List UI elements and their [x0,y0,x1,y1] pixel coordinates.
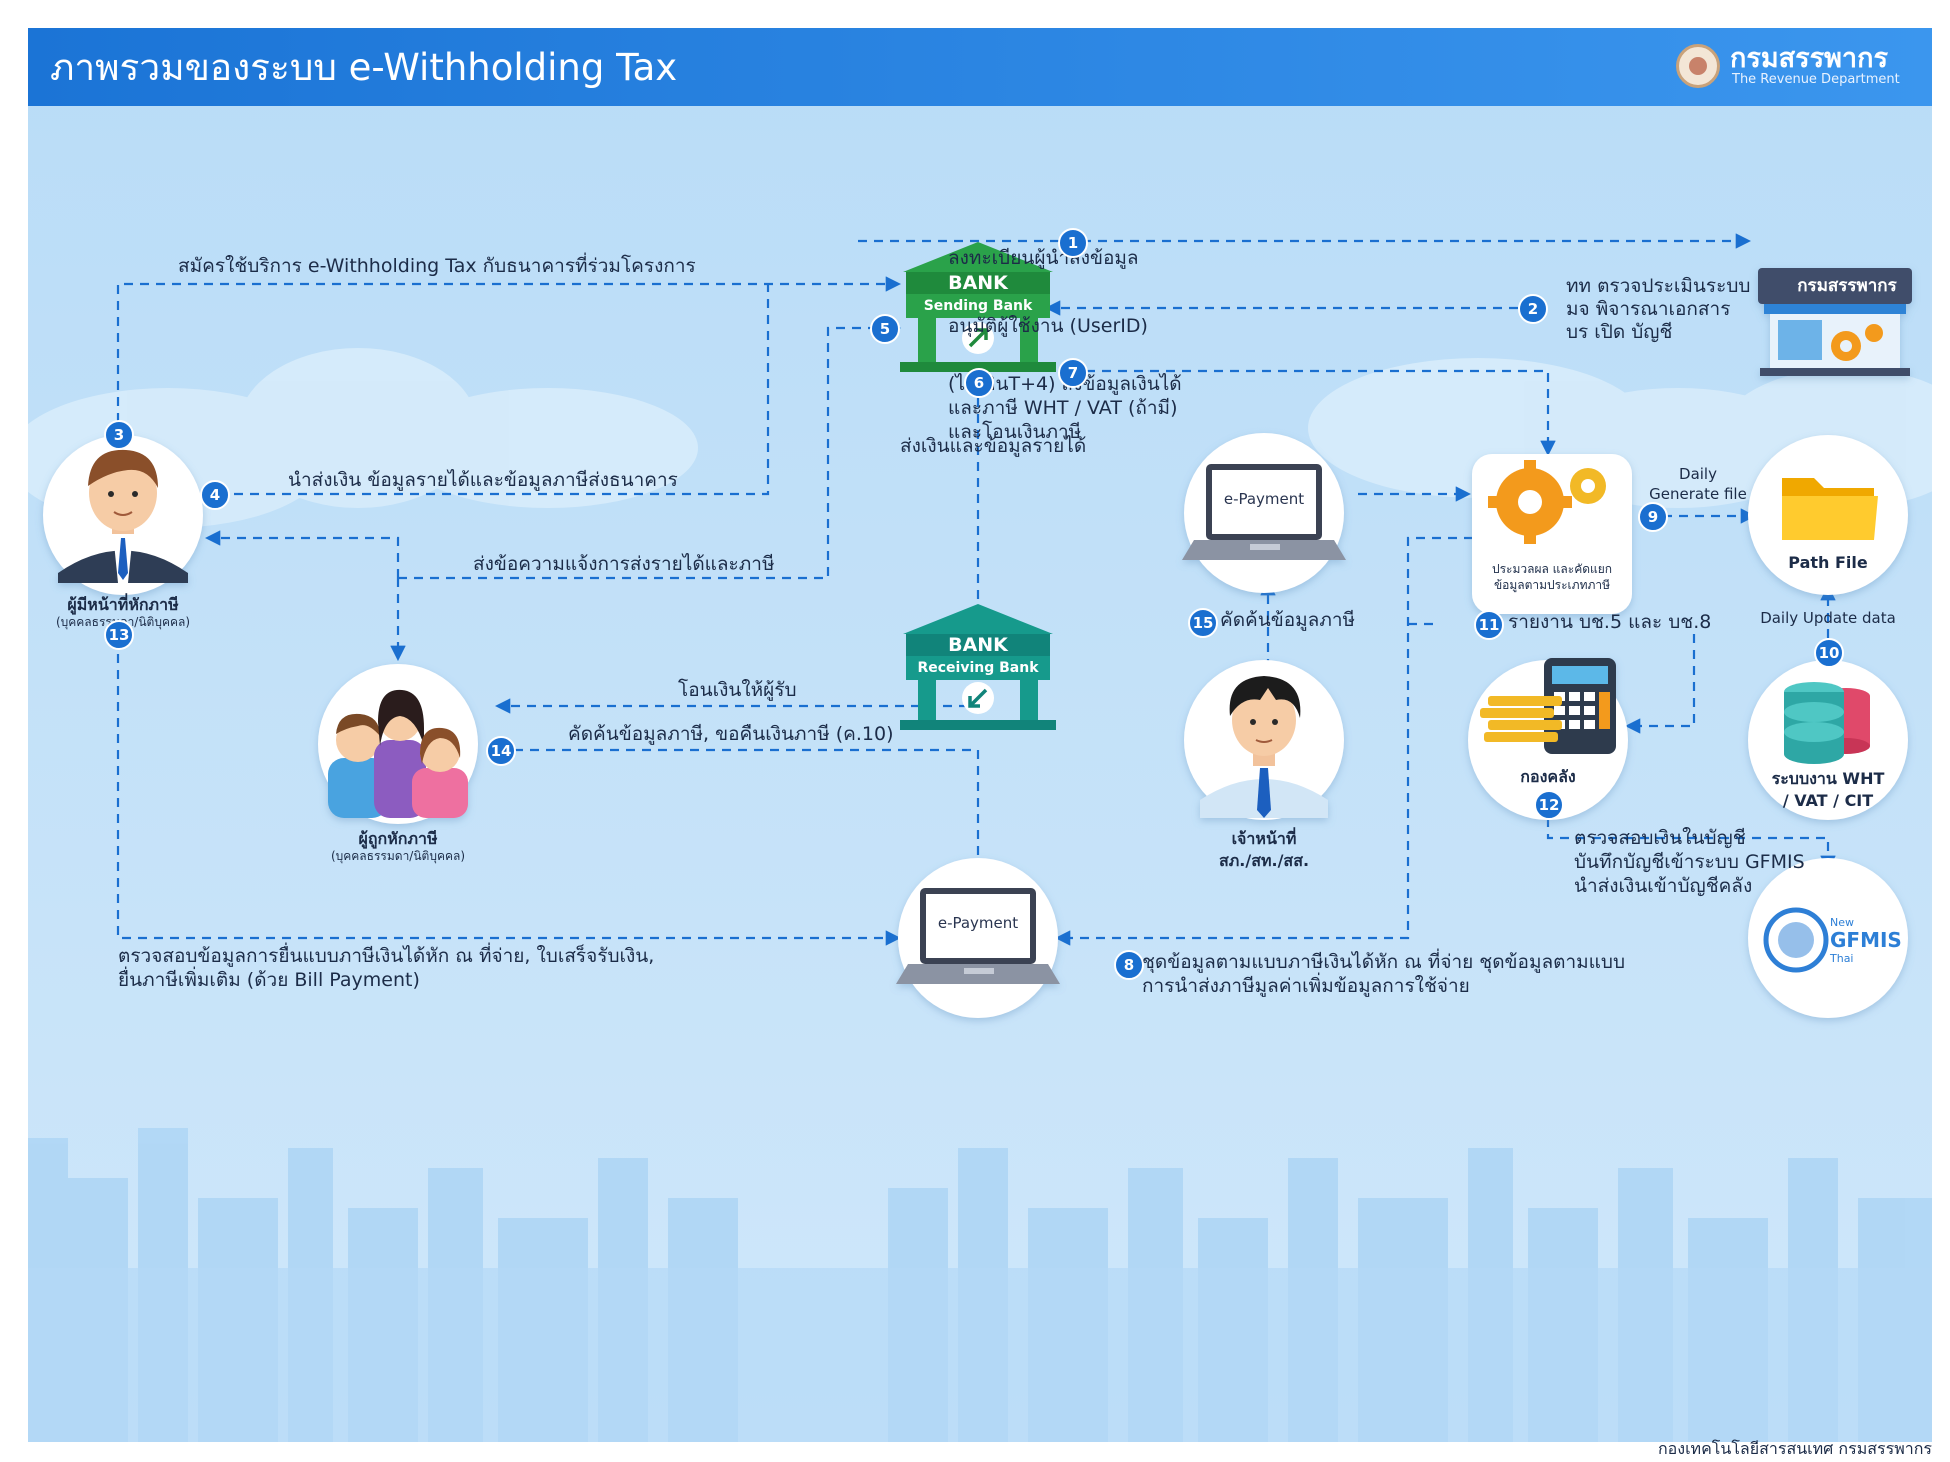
payee-label: ผู้ถูกหักภาษี [358,829,438,848]
edge-9-line-1: Daily [1679,465,1717,483]
edge-6-label: ส่งเงินและข้อมูลรายได้ [900,435,1087,457]
step-badge-12: 12 [1534,790,1564,820]
step-badge-4: 4 [200,480,230,510]
step-badge-5: 5 [870,314,900,344]
edge-3-label: สมัครใช้บริการ e-Withholding Tax กับธนาค… [178,255,696,277]
epayment-top-laptop [1182,433,1346,593]
treasury-label: กองคลัง [1520,767,1576,786]
receiving-bank-word: BANK [948,634,1008,656]
database-label-1: ระบบงาน WHT [1771,769,1885,788]
step-badge-11: 11 [1474,610,1504,640]
infographic-frame: ภาพรวมของระบบ e-Withholding Tax กรมสรรพา… [28,28,1932,1442]
edge-15-label: คัดค้นข้อมูลภาษี [1220,609,1356,631]
step-badge-6: 6 [964,368,994,398]
processor-gears-icon [1472,454,1632,614]
edge-2-note-2: มจ พิจารณาเอกสาร [1566,298,1731,320]
transfer-label: โอนเงินให้ผู้รับ [678,679,797,701]
edge-4-label: นำส่งเงิน ข้อมูลรายได้และข้อมูลภาษีส่งธน… [288,469,678,491]
officer-label-2: สภ./สท./สส. [1218,851,1310,870]
sending-bank-label: Sending Bank [923,298,1033,314]
step-badge-9: 9 [1638,502,1668,532]
edge-13 [116,638,902,946]
step-badge-10: 10 [1814,638,1844,668]
edge-12 [1546,818,1836,872]
flow-diagram [43,233,1912,1018]
edge-2-note-3: บร เปิด บัญชี [1566,321,1673,343]
database-icon [1748,660,1908,820]
step-badge-13: 13 [104,620,134,650]
edge-1-label: ลงทะเบียนผู้นำส่งข้อมูล [948,247,1139,269]
edge-12-line-2: บันทึกบัญชีเข้าระบบ GFMIS [1574,851,1805,873]
edge-7 [1070,369,1556,457]
treasury-icon [1468,658,1628,820]
edge-13-line-1: ตรวจสอบข้อมูลการยื่นแบบภาษีเงินได้หัก ณ … [118,945,655,967]
payer-avatar [43,435,203,595]
step-badge-8: 8 [1114,950,1144,980]
epayment-bottom-label: e-Payment [937,914,1019,932]
payee-family [318,664,478,824]
edge-2-note-1: ทท ตรวจประเมินระบบ [1566,275,1751,297]
edge-4 [218,284,770,496]
revenue-department-seal-icon [1676,44,1720,88]
logo-subtitle: The Revenue Department [1732,72,1900,87]
edge-3 [116,276,902,438]
epayment-top-label: e-Payment [1223,490,1305,508]
edge-2-label: อนุมัติผู้ใช้งาน (UserID) [948,315,1148,337]
edge-12-line-3: นำส่งเงินเข้าบัญชีคลัง [1574,875,1753,897]
edge-14-label: คัดค้นข้อมูลภาษี, ขอคืนเงินภาษี (ค.10) [568,723,894,745]
page-title: ภาพรวมของระบบ e-Withholding Tax [50,46,678,89]
step-badge-14: 14 [486,736,516,766]
sending-bank-icon [900,242,1056,372]
logo-name: กรมสรรพากร [1730,43,1888,74]
path-file-label: Path File [1788,553,1868,572]
edge-11-label: รายงาน บช.5 และ บช.8 [1508,611,1712,633]
gfmis-name: GFMIS [1830,928,1902,952]
header-bar: ภาพรวมของระบบ e-Withholding Tax กรมสรรพา… [28,28,1932,106]
edge-14 [498,748,986,877]
payee-sublabel: (บุคคลธรรมดา/นิติบุคคล) [330,849,466,863]
gfmis-new: New [1830,916,1854,929]
edge-8-line-1: ชุดข้อมูลตามแบบภาษีเงินได้หัก ณ ที่จ่าย … [1142,951,1626,973]
path-file-folder-icon [1748,435,1908,595]
gfmis-thai: Thai [1830,952,1854,965]
processor-label-2: ข้อมูลตามประเภทภาษี [1493,578,1611,592]
edge-7-line-3: และโอนเงินภาษี [948,421,1082,443]
edge-5 [398,320,902,580]
gfmis-logo-icon [1748,858,1908,1018]
edge-8-line-2: การนำส่งภาษีมูลค่าเพิ่มข้อมูลการใช้จ่าย [1142,975,1470,997]
processor-label-1: ประมวลผล และคัดแยก [1491,562,1613,576]
edge-5-label: ส่งข้อความแจ้งการส่งรายได้และภาษี [473,553,775,575]
rd-building-label: กรมสรรพากร [1797,276,1897,296]
step-badge-2: 2 [1518,294,1548,324]
database-label-2: / VAT / CIT [1782,791,1874,810]
payer-label: ผู้มีหน้าที่หักภาษี [67,595,179,614]
sending-bank-word: BANK [948,272,1008,294]
edge-13-line-2: ยื่นภาษีเพิ่มเติม (ด้วย Bill Payment) [118,969,420,991]
edge-11 [1624,634,1696,734]
officer-label-1: เจ้าหน้าที่ [1231,829,1297,848]
edge-10-label: Daily Update data [1760,609,1896,627]
edge-9-line-2: Generate file [1649,485,1747,503]
receiving-bank-icon [900,604,1056,730]
edge-5b [204,530,400,578]
step-badge-1: 1 [1058,228,1088,258]
receiving-bank-label: Receiving Bank [917,660,1039,676]
step-badge-15: 15 [1188,608,1218,638]
edge-8 [1054,536,1473,946]
step-badge-3: 3 [104,420,134,450]
edge-7-line-2: และภาษี WHT / VAT (ถ้ามี) [948,397,1178,419]
epayment-bottom-laptop [896,858,1060,1018]
revenue-department-building-icon [1758,268,1912,376]
officer-avatar [1184,660,1344,820]
step-badge-7: 7 [1058,358,1088,388]
edge-12-line-1: ตรวจสอบเงินในบัญชี [1574,827,1746,849]
footer-credit: กองเทคโนโลยีสารสนเทศ กรมสรรพากร [1657,1439,1932,1458]
